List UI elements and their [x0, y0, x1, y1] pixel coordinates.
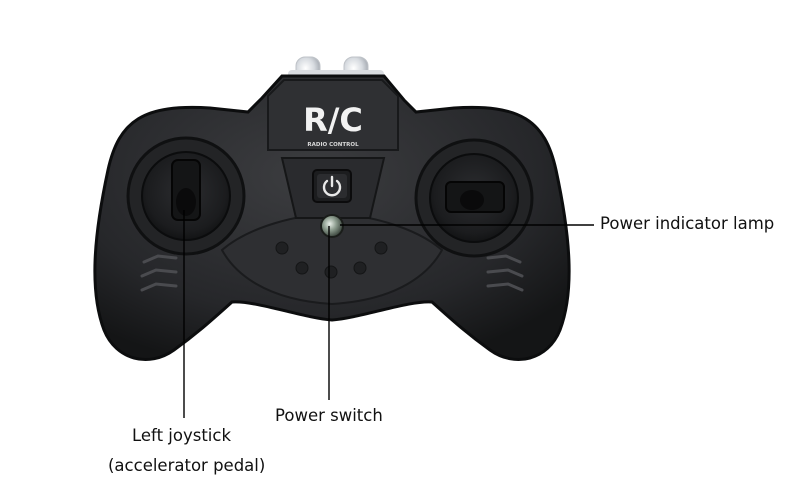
label-power-indicator-lamp: Power indicator lamp — [600, 214, 775, 233]
power-switch[interactable] — [312, 169, 352, 203]
right-joystick[interactable] — [414, 138, 534, 258]
leader-lines — [183, 210, 594, 418]
label-power-switch: Power switch — [275, 406, 383, 425]
power-indicator-lamp — [320, 214, 344, 238]
logo-panel — [267, 79, 399, 151]
logo-text: R/C — [303, 101, 363, 139]
label-left-joystick-note: (accelerator pedal) — [108, 456, 266, 475]
right-grip-ridges — [486, 254, 524, 292]
logo-subtext: RADIO CONTROL — [307, 142, 359, 148]
power-icon — [322, 175, 342, 197]
decorative-dots — [275, 241, 388, 279]
label-left-joystick: Left joystick — [132, 426, 232, 445]
left-grip-ridges — [140, 254, 178, 292]
left-joystick[interactable] — [126, 136, 246, 256]
